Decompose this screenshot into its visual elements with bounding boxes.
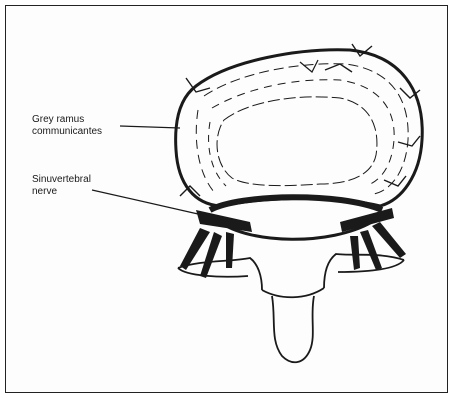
- sinuvertebral-right-root-3: [350, 236, 360, 270]
- sinuvertebral-right-root-2: [360, 230, 382, 270]
- sinuvertebral-right-bundle: [340, 208, 394, 232]
- sinuvertebral-left-bundle: [196, 210, 252, 232]
- canal-arc-dark: [210, 197, 382, 210]
- annulus-line-2: [196, 110, 214, 192]
- transverse-process-left: [178, 268, 248, 277]
- sinuvertebral-left-root-3: [226, 232, 234, 268]
- nerve-branch-5: [398, 136, 420, 146]
- transverse-process-right: [338, 260, 404, 272]
- label-grey-ramus-communicantes: Grey ramus communicantes: [32, 114, 142, 138]
- vertebral-body-outline: [176, 50, 423, 206]
- nerve-branch-8: [300, 60, 318, 72]
- lamina: [262, 288, 324, 297]
- nerve-branch-6: [384, 176, 406, 186]
- nerve-branch-2: [325, 64, 352, 72]
- nucleus-outline: [217, 97, 377, 186]
- spinous-process: [272, 296, 314, 362]
- label-sinuvertebral-nerve: Sinuvertebral nerve: [32, 174, 142, 198]
- sinuvertebral-right-root-1: [372, 222, 406, 258]
- annulus-line-1: [204, 64, 408, 194]
- annulus-line-4: [209, 122, 226, 186]
- annulus-line-3: [212, 80, 394, 186]
